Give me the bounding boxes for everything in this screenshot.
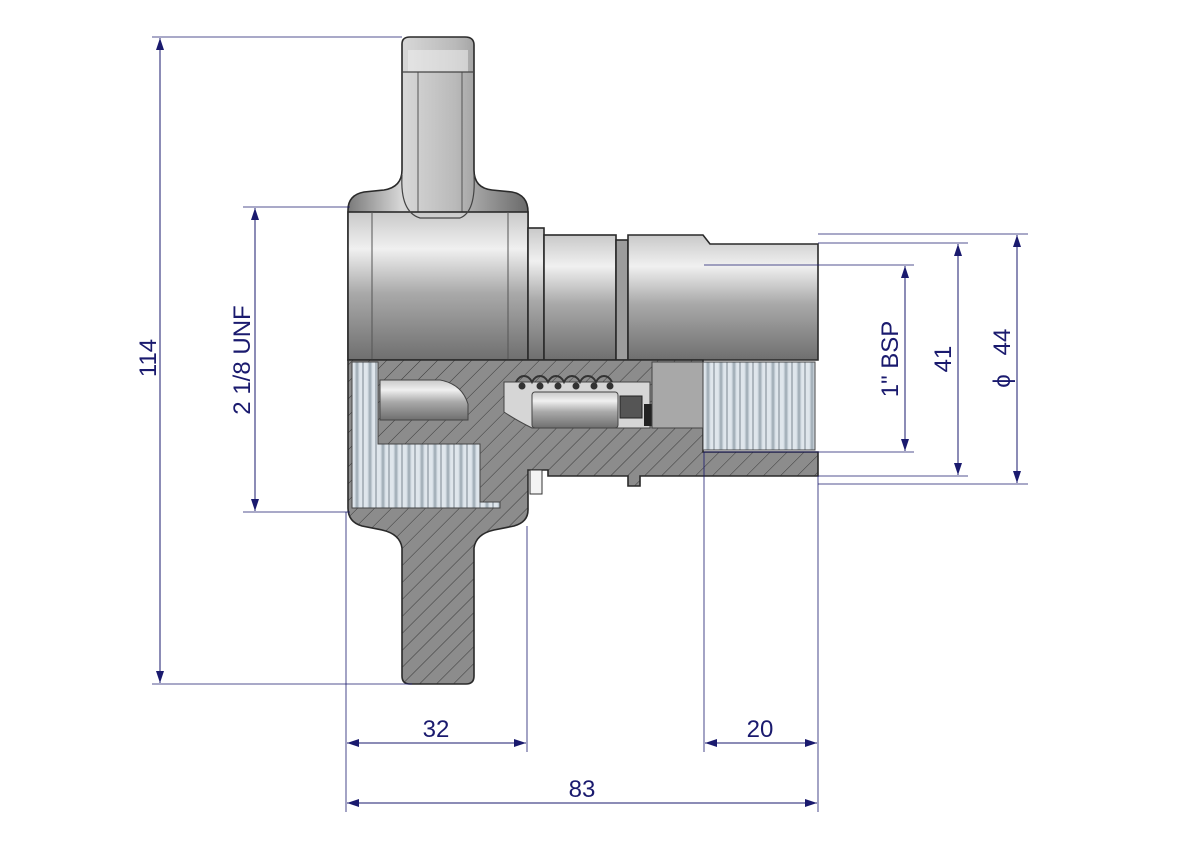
valve-poppet: [531, 391, 619, 429]
label-outlet-bore: 41: [930, 346, 957, 373]
outlet-sleeve: [627, 234, 819, 361]
body-section-hatch: [347, 359, 819, 685]
label-thread-unf: 2 1/8 UNF: [229, 305, 256, 414]
lug-shoulder-top: [401, 174, 475, 219]
bsp-thread-bore: [702, 361, 816, 451]
body-barrel-groove: [615, 239, 629, 361]
valve-spring: [515, 375, 613, 385]
seal-cavity: [379, 379, 469, 421]
label-overall-height: 114: [135, 339, 162, 377]
diameter-symbol: ϕ: [989, 374, 1016, 387]
valve-seat: [619, 395, 643, 419]
spring-coils: [518, 382, 614, 390]
dimension-lines: [152, 36, 1028, 812]
unf-thread-bore: [351, 361, 501, 509]
flow-bore: [651, 361, 705, 429]
retaining-pin: [529, 469, 543, 495]
o-ring: [644, 404, 652, 426]
label-overall-length: 83: [569, 776, 596, 803]
body-barrel: [543, 234, 617, 361]
label-thread-bsp: 1" BSP: [877, 321, 904, 398]
label-outlet-length: 20: [747, 716, 774, 743]
label-outlet-diameter: 44: [989, 329, 1016, 356]
label-flange-length: 32: [423, 716, 450, 743]
dimension-labels: 114 2 1/8 UNF 1" BSP 41 ϕ 44 32 20 83: [135, 305, 1016, 803]
flange-body-upper: [347, 211, 529, 361]
top-lug-highlight: [408, 50, 468, 72]
coupling-part: [347, 36, 819, 685]
nut-ring: [527, 227, 545, 361]
